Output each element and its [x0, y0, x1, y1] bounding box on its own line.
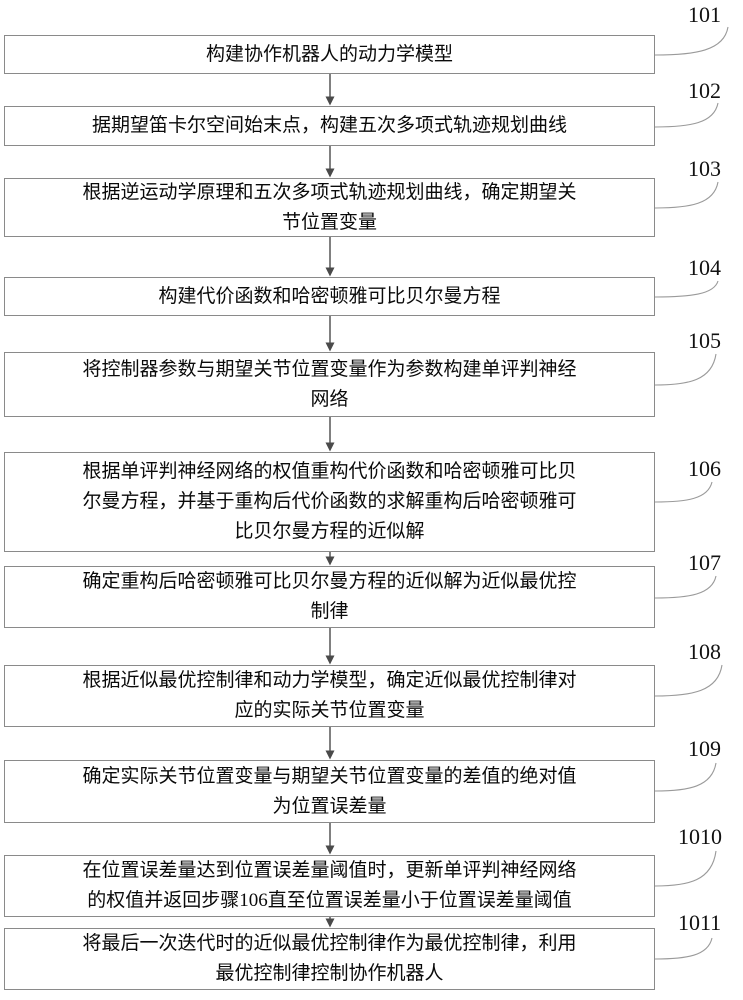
flowchart-step-box-108: 根据近似最优控制律和动力学模型，确定近似最优控制律对 应的实际关节位置变量 [4, 665, 655, 727]
leader-line-109 [654, 762, 717, 792]
flow-arrow-103-to-104 [325, 237, 335, 277]
flow-arrow-102-to-103 [325, 146, 335, 178]
leader-line-1011 [654, 937, 713, 960]
flowchart-step-box-1010: 在位置误差量达到位置误差量阈值时，更新单评判神经网络 的权值并返回步骤106直至… [4, 855, 655, 917]
flow-arrow-105-to-106 [325, 417, 335, 452]
leader-line-1010 [654, 850, 717, 887]
flowchart-step-box-104: 构建代价函数和哈密顿雅可比贝尔曼方程 [4, 277, 655, 316]
flowchart-step-ref-label-1011: 1011 [678, 910, 722, 935]
flowchart-step-ref-label-108: 108 [688, 639, 721, 664]
flowchart-step-text-109: 确定实际关节位置变量与期望关节位置变量的差值的绝对值 为位置误差量 [82, 765, 577, 817]
flowchart-step-ref-label-104: 104 [688, 255, 721, 280]
flowchart-step-text-1010: 在位置误差量达到位置误差量阈值时，更新单评判神经网络 的权值并返回步骤106直至… [82, 860, 577, 911]
flowchart-step-ref-label-106: 106 [688, 456, 721, 481]
flow-arrow-106-to-107 [325, 552, 335, 566]
flow-arrow-107-to-108 [325, 628, 335, 665]
flowchart-step-text-107: 确定重构后哈密顿雅可比贝尔曼方程的近似解为近似最优控 制律 [82, 571, 577, 622]
leader-line-105 [654, 353, 717, 386]
flowchart-step-text-1011: 将最后一次迭代时的近似最优控制律作为最优控制律，利用 最优控制律控制协作机器人 [82, 933, 577, 984]
leader-line-103 [654, 181, 719, 209]
leader-line-102 [654, 102, 719, 128]
flowchart-step-ref-label-101: 101 [688, 2, 721, 27]
flowchart-step-box-107: 确定重构后哈密顿雅可比贝尔曼方程的近似解为近似最优控 制律 [4, 566, 655, 628]
flowchart-step-text-105: 将控制器参数与期望关节位置变量作为参数构建单评判神经 网络 [82, 358, 577, 410]
leader-line-104 [654, 280, 719, 298]
leader-line-106 [654, 481, 713, 503]
flowchart-step-ref-label-109: 109 [688, 736, 721, 761]
flowchart-step-ref-label-1010: 1010 [678, 824, 722, 849]
flowchart-step-text-106: 根据单评判神经网络的权值重构代价函数和哈密顿雅可比贝 尔曼方程，并基于重构后代价… [82, 461, 577, 542]
flowchart-step-box-109: 确定实际关节位置变量与期望关节位置变量的差值的绝对值 为位置误差量 [4, 760, 655, 823]
flowchart-step-box-102: 据期望笛卡尔空间始末点，构建五次多项式轨迹规划曲线 [4, 106, 655, 146]
leader-line-107 [654, 575, 717, 599]
flow-arrow-1010-to-1011 [325, 917, 335, 928]
flowchart-step-box-101: 构建协作机器人的动力学模型 [4, 35, 655, 74]
flowchart-step-box-103: 根据逆运动学原理和五次多项式轨迹规划曲线，确定期望关 节位置变量 [4, 178, 655, 237]
flowchart-step-ref-label-103: 103 [688, 156, 721, 181]
flowchart-step-text-108: 根据近似最优控制律和动力学模型，确定近似最优控制律对 应的实际关节位置变量 [82, 670, 577, 721]
flowchart-step-ref-label-105: 105 [688, 328, 721, 353]
flow-arrow-109-to-1010 [325, 823, 335, 855]
flowchart-step-text-102: 据期望笛卡尔空间始末点，构建五次多项式轨迹规划曲线 [91, 115, 567, 136]
flow-arrow-104-to-105 [325, 316, 335, 352]
flowchart-step-box-106: 根据单评判神经网络的权值重构代价函数和哈密顿雅可比贝 尔曼方程，并基于重构后代价… [4, 452, 655, 552]
flowchart-step-ref-label-107: 107 [688, 550, 721, 575]
flow-arrow-101-to-102 [325, 74, 335, 106]
leader-line-101 [654, 26, 729, 56]
flowchart-step-text-101: 构建协作机器人的动力学模型 [205, 43, 453, 65]
flowchart-step-text-104: 构建代价函数和哈密顿雅可比贝尔曼方程 [158, 285, 501, 307]
flowchart-step-box-1011: 将最后一次迭代时的近似最优控制律作为最优控制律，利用 最优控制律控制协作机器人 [4, 928, 655, 990]
flowchart-step-text-103: 根据逆运动学原理和五次多项式轨迹规划曲线，确定期望关 节位置变量 [82, 181, 577, 233]
flowchart-step-ref-label-102: 102 [688, 78, 721, 103]
flow-arrow-108-to-109 [325, 727, 335, 760]
leader-line-108 [654, 664, 723, 697]
flowchart-step-box-105: 将控制器参数与期望关节位置变量作为参数构建单评判神经 网络 [4, 352, 655, 417]
